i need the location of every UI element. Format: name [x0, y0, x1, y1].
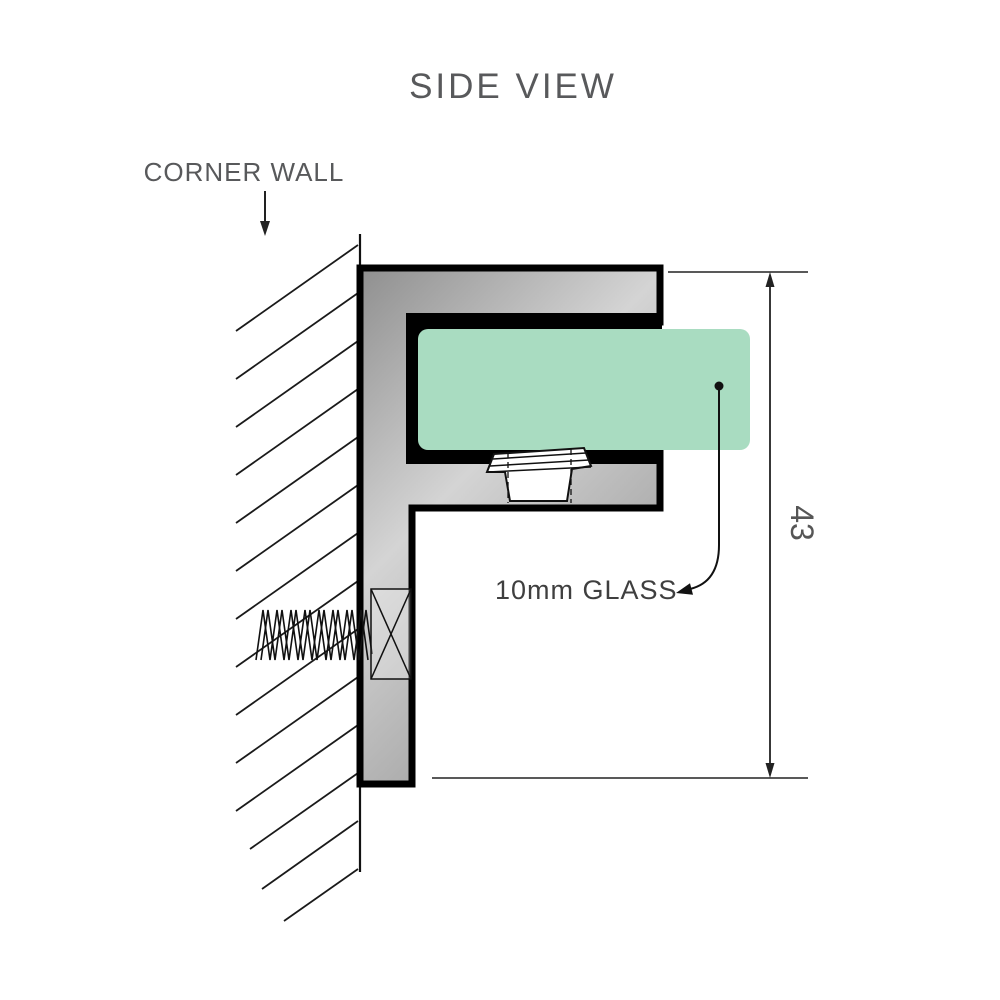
corner-wall-label: CORNER WALL: [144, 157, 345, 187]
height-dimension: 43: [432, 271, 820, 779]
corner-wall-arrow: [260, 191, 270, 236]
diagram-title: SIDE VIEW: [409, 67, 617, 106]
callout-arrowhead: [676, 583, 693, 595]
wall-screw-threads: [255, 609, 373, 661]
callout-dot: [714, 381, 724, 391]
glass-label: 10mm GLASS: [495, 575, 678, 605]
dimension-arrow-bottom: [765, 763, 775, 778]
glass-panel: [418, 329, 750, 450]
dimension-value: 43: [784, 505, 820, 541]
dimension-arrow-top: [765, 272, 775, 287]
grub-screw-gasket: [485, 446, 593, 503]
wall-hatching-lines: [235, 244, 359, 922]
glass-callout: 10mm GLASS: [495, 381, 724, 605]
wall-screw-head: [370, 588, 412, 680]
